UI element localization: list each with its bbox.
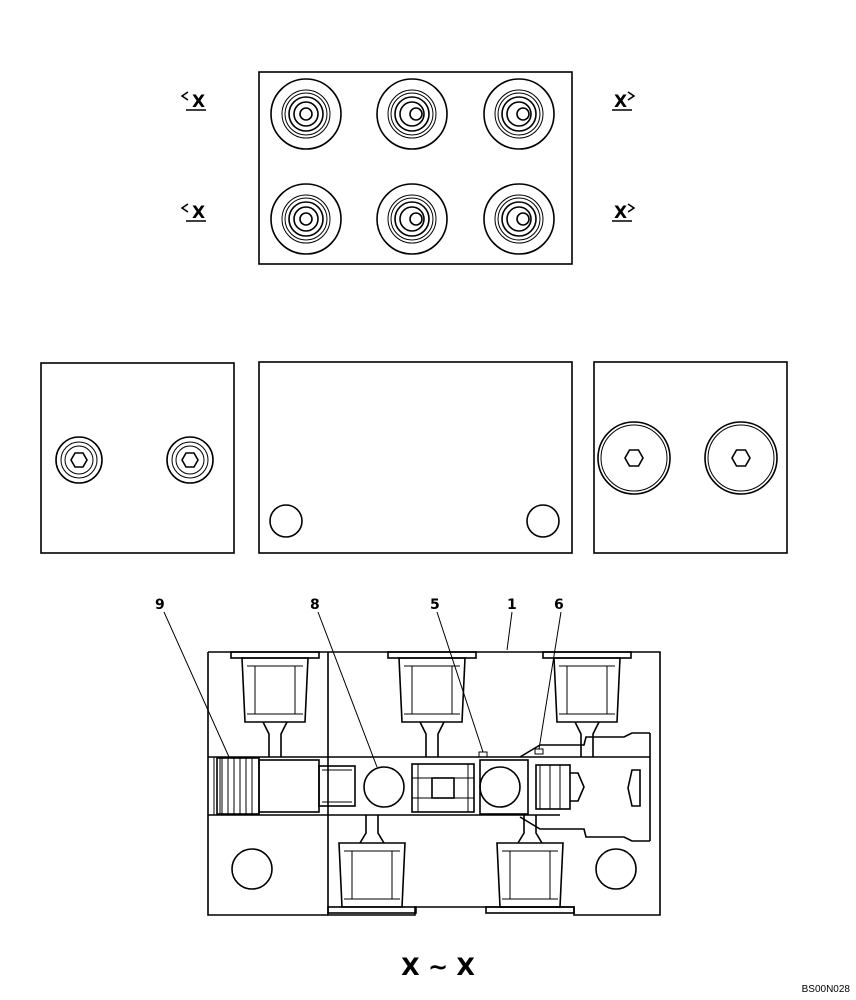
section-mark-left-top: X [180, 91, 206, 112]
section-body [208, 651, 661, 916]
port-hole [526, 504, 560, 538]
callout-9: 9 [155, 597, 165, 613]
cartridge-insert [542, 651, 632, 757]
top-view-outline [258, 71, 573, 265]
check-ball-8 [363, 766, 405, 808]
front-view [258, 361, 573, 554]
hex-plug [597, 421, 671, 495]
section-mark-right-top: X [612, 91, 636, 112]
port-icon [270, 78, 342, 150]
section-mark-right-bottom: X [612, 203, 636, 223]
left-side-view [40, 362, 235, 554]
port-hole [595, 848, 637, 890]
svg-text:X: X [614, 92, 627, 112]
hex-plug [166, 436, 214, 484]
section-title: X ~ X [401, 953, 475, 981]
port-hole [231, 848, 273, 890]
cartridge-insert [485, 815, 575, 914]
ball-cage [479, 759, 529, 815]
right-side-view [593, 361, 788, 554]
port-icon [270, 183, 342, 255]
callout-5: 5 [430, 597, 440, 613]
center-seat [411, 763, 475, 813]
port-icon [483, 183, 555, 255]
drawing-code: BS00N028 [802, 984, 851, 995]
top-view: X X X X [180, 71, 636, 265]
port-icon [376, 183, 448, 255]
callout-8: 8 [310, 597, 320, 613]
port-icon [376, 78, 448, 150]
check-ball [479, 766, 521, 808]
callout-1: 1 [507, 597, 517, 613]
svg-text:X: X [192, 203, 205, 223]
svg-text:X: X [614, 203, 627, 223]
seal-6 [534, 748, 544, 755]
section-mark-left-bottom: X [180, 203, 206, 223]
section-view: 9 8 5 1 6 [155, 597, 661, 916]
top-view-ports [270, 78, 555, 255]
port-hole [269, 504, 303, 538]
plug-9 [216, 757, 356, 815]
bottom-inserts [327, 815, 575, 914]
svg-text:X: X [192, 92, 205, 112]
cartridge-insert [230, 651, 320, 757]
cartridge-insert [327, 815, 417, 914]
top-inserts [230, 651, 632, 757]
hex-plug [704, 421, 778, 495]
cartridge-insert [387, 651, 477, 757]
port-icon [483, 78, 555, 150]
callout-6: 6 [554, 597, 564, 613]
hex-plug [55, 436, 103, 484]
